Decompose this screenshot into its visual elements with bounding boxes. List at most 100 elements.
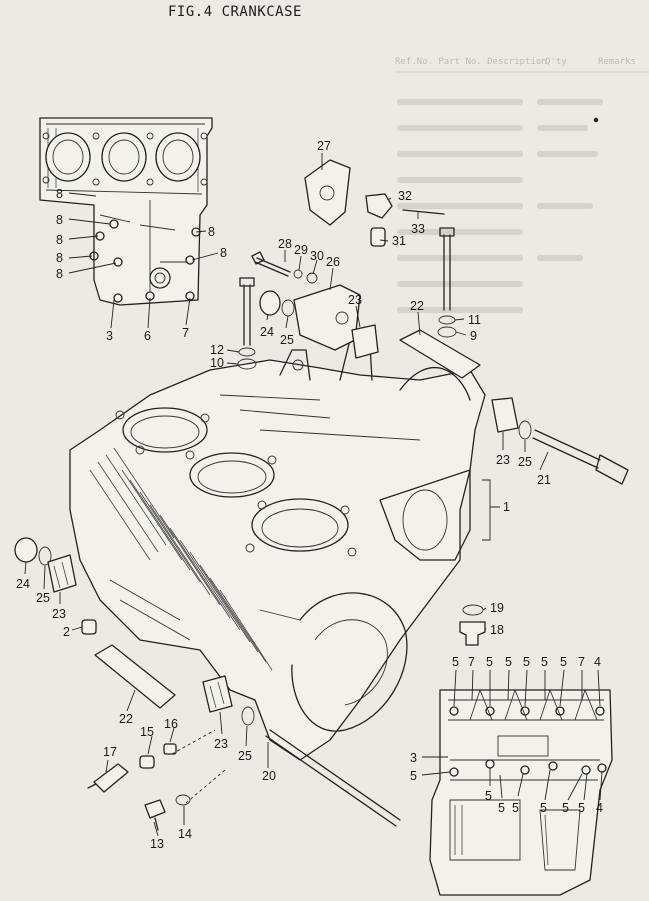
cover-plate-27 — [304, 159, 351, 226]
long-bolt-right — [439, 227, 455, 311]
callout-31: 31 — [392, 234, 406, 248]
callout-13: 13 — [150, 837, 164, 851]
callout-5: 5 — [541, 655, 548, 669]
washer-14 — [175, 794, 191, 806]
washer-25-lower — [241, 706, 255, 726]
pipe-22-bottom — [94, 644, 176, 709]
callout-25: 25 — [280, 333, 294, 347]
washer-25-left — [38, 546, 52, 566]
washer-30 — [306, 272, 318, 284]
callout-23: 23 — [496, 453, 510, 467]
callout-29: 29 — [294, 243, 308, 257]
callout-20: 20 — [262, 769, 276, 783]
nut-16 — [163, 743, 177, 755]
callout-25: 25 — [36, 591, 50, 605]
callout-16: 16 — [164, 717, 178, 731]
callout-14: 14 — [178, 827, 192, 841]
callout-5: 5 — [505, 655, 512, 669]
callout-3: 3 — [106, 329, 113, 343]
callout-27: 27 — [317, 139, 331, 153]
upper-case-top-view — [39, 117, 213, 306]
callout-22: 22 — [119, 712, 133, 726]
callout-5: 5 — [523, 655, 530, 669]
washer-25-right — [518, 420, 532, 440]
callout-11: 11 — [468, 313, 481, 327]
crankcase-body — [69, 339, 486, 761]
callout-5: 5 — [562, 801, 569, 815]
switch-17 — [93, 763, 129, 793]
callout-4: 4 — [594, 655, 601, 669]
damper-24-left — [14, 537, 38, 563]
callout-5: 5 — [486, 655, 493, 669]
ghost-header: Ref.No. Part No. Description — [395, 57, 547, 67]
callout-28: 28 — [278, 237, 292, 251]
washer-9 — [437, 326, 457, 338]
callout-7: 7 — [468, 655, 475, 669]
callout-8: 8 — [220, 246, 227, 260]
pin-33 — [402, 209, 445, 215]
callout-32: 32 — [398, 189, 412, 203]
callout-labels: 27 32 33 31 28 29 30 26 8 8 8 8 8 8 8 3 … — [16, 139, 603, 851]
callout-33: 33 — [411, 222, 425, 236]
plug-18 — [459, 621, 486, 646]
long-bolt-left — [239, 277, 255, 346]
callout-22: 22 — [410, 299, 424, 313]
bolt-13 — [144, 799, 166, 819]
callout-5: 5 — [498, 801, 505, 815]
dowel-2 — [81, 619, 97, 635]
bolt-28 — [251, 251, 291, 277]
damper-23-top — [351, 324, 379, 359]
callout-8: 8 — [56, 251, 63, 265]
callout-25: 25 — [238, 749, 252, 763]
callout-17: 17 — [103, 745, 117, 759]
bleed-through-table: Ref.No. Part No. Description Q'ty Remark… — [395, 57, 649, 313]
callout-1: 1 — [503, 500, 510, 514]
figure-title: FIG.4 CRANKCASE — [168, 4, 302, 20]
ghost-remarks: Remarks — [598, 57, 636, 67]
damper-23-right — [491, 397, 519, 433]
callout-9: 9 — [470, 329, 477, 343]
callout-8: 8 — [56, 213, 63, 227]
callout-5: 5 — [485, 789, 492, 803]
callout-23: 23 — [214, 737, 228, 751]
callout-5: 5 — [578, 801, 585, 815]
pipe-22-top — [399, 329, 481, 379]
leader-lines — [24, 153, 603, 837]
callout-5: 5 — [410, 769, 417, 783]
cap-31 — [370, 227, 386, 247]
callout-6: 6 — [144, 329, 151, 343]
callout-25: 25 — [518, 455, 532, 469]
callout-15: 15 — [140, 725, 154, 739]
washer-29 — [293, 269, 303, 279]
washer-12 — [238, 347, 256, 357]
callout-5: 5 — [560, 655, 567, 669]
ghost-qty: Q'ty — [545, 57, 567, 67]
callout-4: 4 — [596, 801, 603, 815]
callout-2: 2 — [63, 625, 70, 639]
callout-5: 5 — [452, 655, 459, 669]
callout-24: 24 — [16, 577, 30, 591]
callout-26: 26 — [326, 255, 340, 269]
callout-5: 5 — [512, 801, 519, 815]
callout-3: 3 — [410, 751, 417, 765]
damper-24 — [259, 290, 281, 316]
callout-8: 8 — [56, 233, 63, 247]
callout-8: 8 — [208, 225, 215, 239]
callout-12: 12 — [210, 343, 224, 357]
callout-19: 19 — [490, 601, 504, 615]
stud-20 — [265, 729, 401, 827]
callout-23: 23 — [348, 293, 362, 307]
callout-10: 10 — [210, 356, 224, 370]
callout-18: 18 — [490, 623, 504, 637]
callout-5: 5 — [540, 801, 547, 815]
washer-25 — [281, 299, 295, 317]
fitting-32 — [365, 193, 393, 219]
corner-mark — [593, 117, 599, 123]
callout-23: 23 — [52, 607, 66, 621]
damper-23-left — [47, 554, 77, 593]
callout-7: 7 — [578, 655, 585, 669]
callout-30: 30 — [310, 249, 324, 263]
callout-7: 7 — [182, 326, 189, 340]
callout-24: 24 — [260, 325, 274, 339]
